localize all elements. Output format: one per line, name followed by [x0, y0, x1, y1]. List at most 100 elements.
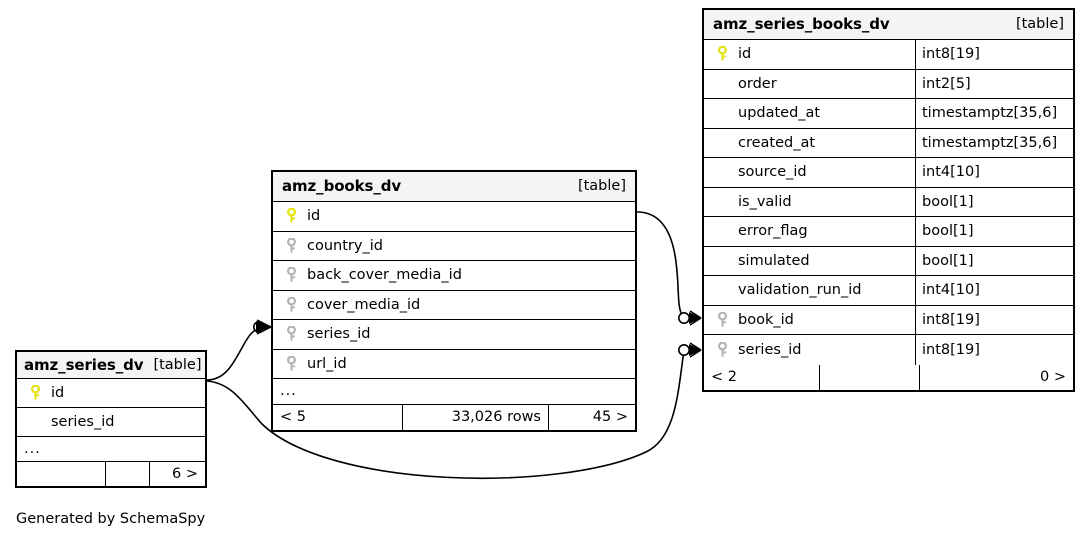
- no-key-spacer: [712, 70, 732, 99]
- column-row[interactable]: order int2[5]: [704, 69, 1073, 99]
- cardinality-zero-marker: [253, 320, 266, 333]
- no-key-spacer: [712, 217, 732, 246]
- column-overflow-indicator: ...: [17, 437, 205, 462]
- footer-row-count: [105, 462, 149, 486]
- no-key-spacer: [712, 99, 732, 128]
- column-type-cell: int8[19]: [915, 40, 1073, 69]
- footer-next-relations[interactable]: 45 >: [548, 405, 635, 430]
- column-type-cell: bool[1]: [915, 187, 1073, 216]
- foreign-key-icon: [712, 306, 732, 335]
- column-row[interactable]: back_cover_media_id: [273, 261, 635, 291]
- column-label: series_id: [738, 341, 802, 358]
- column-label: error_flag: [738, 223, 808, 239]
- column-type-cell: int8[19]: [915, 305, 1073, 334]
- footer-next-relations[interactable]: 6 >: [149, 462, 205, 486]
- column-name-cell: book_id: [704, 306, 915, 335]
- column-label: id: [51, 384, 65, 401]
- column-name-cell: country_id: [273, 232, 635, 261]
- entity-type-tag: [table]: [153, 356, 202, 373]
- column-overflow-indicator: ...: [273, 379, 635, 405]
- entity-amz-series-books-dv[interactable]: amz_series_books_dv [table] id int8[19] …: [702, 8, 1075, 392]
- column-label: url_id: [307, 355, 347, 372]
- cardinality-zero-marker: [677, 311, 690, 324]
- column-label: cover_media_id: [307, 296, 421, 313]
- no-key-spacer: [712, 129, 732, 158]
- edge-books-id-to-series-books-book-id: [636, 211, 685, 319]
- entity-columns: id series_id ...: [17, 379, 205, 462]
- column-row[interactable]: country_id: [273, 232, 635, 261]
- crowsfoot-many-marker: [256, 319, 272, 335]
- footer-row-count: [819, 364, 919, 390]
- column-type-cell: int8[19]: [915, 335, 1073, 365]
- column-name-cell: simulated: [704, 247, 915, 276]
- column-name-cell: error_flag: [704, 217, 915, 246]
- column-type-cell: bool[1]: [915, 217, 1073, 246]
- column-name-cell: series_id: [17, 408, 205, 436]
- footer-prev-relations[interactable]: [17, 462, 105, 486]
- column-label: source_id: [738, 164, 807, 180]
- entity-footer: < 2 0 >: [704, 364, 1073, 390]
- column-row[interactable]: updated_at timestamptz[35,6]: [704, 99, 1073, 129]
- column-type-cell: int4[10]: [915, 276, 1073, 305]
- column-name-cell: is_valid: [704, 188, 915, 217]
- column-row[interactable]: url_id: [273, 350, 635, 379]
- column-type-cell: int2[5]: [915, 69, 1073, 98]
- column-name-cell: cover_media_id: [273, 291, 635, 320]
- entity-amz-books-dv[interactable]: amz_books_dv [table] id country_id: [271, 170, 637, 432]
- crowsfoot-many-marker: [689, 344, 701, 356]
- entity-title: amz_series_books_dv: [713, 15, 890, 33]
- column-name-cell: created_at: [704, 129, 915, 158]
- cardinality-zero-marker: [677, 343, 690, 356]
- footer-next-relations[interactable]: 0 >: [919, 364, 1073, 390]
- column-row[interactable]: error_flag bool[1]: [704, 217, 1073, 247]
- column-label: simulated: [738, 252, 810, 269]
- column-name-cell: id: [704, 40, 915, 69]
- column-row[interactable]: series_id: [273, 320, 635, 350]
- column-row[interactable]: is_valid bool[1]: [704, 187, 1073, 217]
- column-name-cell: id: [17, 379, 205, 407]
- column-label: country_id: [307, 237, 383, 254]
- column-label: validation_run_id: [738, 282, 862, 298]
- column-row[interactable]: id int8[19]: [704, 40, 1073, 70]
- column-row[interactable]: id: [273, 202, 635, 232]
- column-label: id: [738, 46, 752, 62]
- entity-footer: < 5 33,026 rows 45 >: [273, 405, 635, 430]
- column-row[interactable]: simulated bool[1]: [704, 246, 1073, 276]
- column-name-cell: series_id: [704, 335, 915, 365]
- entity-header: amz_series_books_dv [table]: [704, 10, 1073, 40]
- column-row[interactable]: cover_media_id: [273, 291, 635, 320]
- footer-prev-relations[interactable]: < 2: [711, 368, 737, 385]
- entity-columns: id int8[19] order int2[5] updated_at tim…: [704, 40, 1073, 365]
- column-name-cell: validation_run_id: [704, 276, 915, 305]
- column-row[interactable]: series_id: [17, 408, 205, 437]
- footer-row-count: 33,026 rows: [402, 405, 548, 430]
- entity-header: amz_books_dv [table]: [273, 172, 635, 202]
- entity-title: amz_series_dv: [24, 355, 144, 374]
- column-label: order: [738, 75, 777, 92]
- entity-type-tag: [table]: [577, 178, 626, 195]
- column-row[interactable]: validation_run_id int4[10]: [704, 276, 1073, 306]
- footer-prev-relations[interactable]: < 5: [280, 409, 306, 426]
- entity-title: amz_books_dv: [282, 177, 402, 195]
- column-name-cell: id: [273, 202, 635, 231]
- no-key-spacer: [712, 188, 732, 217]
- column-row[interactable]: source_id int4[10]: [704, 158, 1073, 188]
- column-name-cell: order: [704, 70, 915, 99]
- crowsfoot-many-marker: [256, 321, 270, 333]
- foreign-key-icon: [281, 291, 301, 320]
- column-label: back_cover_media_id: [307, 267, 462, 283]
- entity-type-tag: [table]: [1015, 16, 1064, 33]
- entity-header: amz_series_dv [table]: [17, 352, 205, 379]
- column-type-cell: timestamptz[35,6]: [915, 99, 1073, 128]
- column-row[interactable]: id: [17, 379, 205, 408]
- column-row[interactable]: series_id int8[19]: [704, 335, 1073, 365]
- entity-amz-series-dv[interactable]: amz_series_dv [table] id series_id ...: [15, 350, 207, 488]
- primary-key-icon: [25, 379, 45, 407]
- crowsfoot-many-marker: [689, 312, 701, 324]
- column-label: series_id: [307, 326, 371, 342]
- column-label: created_at: [738, 134, 816, 151]
- column-row[interactable]: book_id int8[19]: [704, 305, 1073, 335]
- entity-columns: id country_id back_cover_media_id: [273, 202, 635, 405]
- column-row[interactable]: created_at timestamptz[35,6]: [704, 128, 1073, 158]
